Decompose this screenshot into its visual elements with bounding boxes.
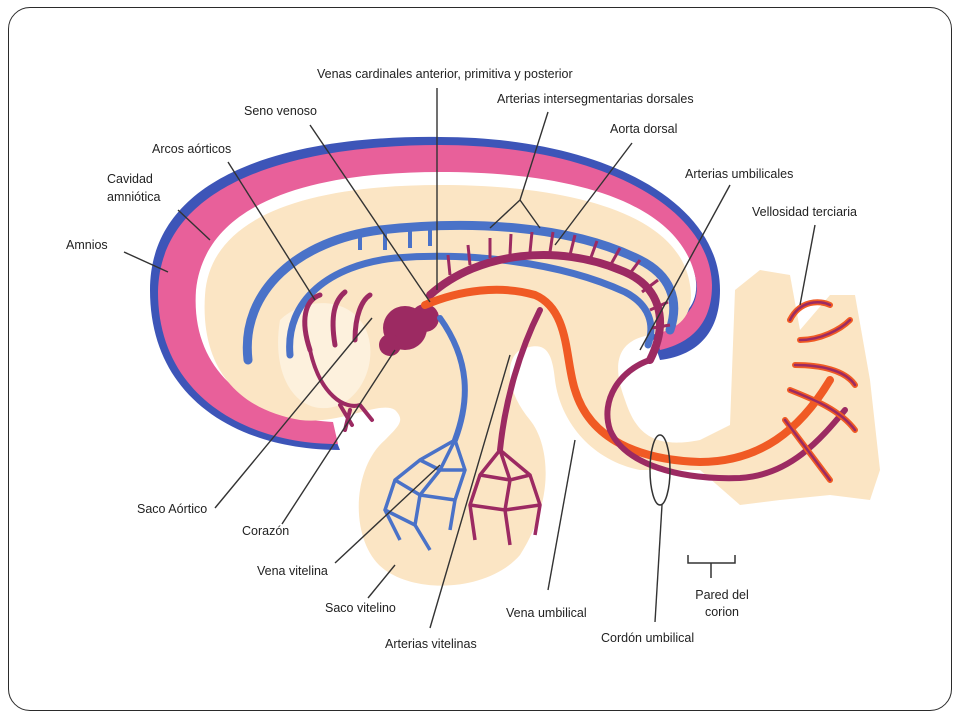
label-saco-vitelino: Saco vitelino [325,601,396,615]
umbilical-vein [421,285,834,467]
cardinal-vein-inner [286,252,655,359]
label-cavidad-amniotica-line1: Cavidad [107,172,153,186]
label-corazon: Corazón [242,524,290,538]
vitelline-artery [497,307,543,453]
aortic-arches [302,289,373,353]
label-venas-cardinales: Venas cardinales anterior, primitiva y p… [317,67,573,81]
label-saco-aortico: Saco Aórtico [137,502,208,516]
dorsal-aorta [426,251,664,364]
chorion-wall-bracket [687,555,736,578]
vitelline-vein [437,315,468,443]
vitelline-network-blue [383,438,467,551]
label-pared-corion-line1: Pared del [695,588,749,602]
label-arterias-umbilicales: Arterias umbilicales [685,167,794,181]
head-region [278,303,371,409]
label-cavidad-amniotica-line2: amniótica [107,190,161,204]
label-seno-venoso: Seno venoso [244,104,317,118]
leader-lines [123,88,816,629]
label-aorta-dorsal: Aorta dorsal [610,122,678,136]
label-arcos-aorticos: Arcos aórticos [152,142,232,156]
label-arterias-vitelinas: Arterias vitelinas [385,637,477,651]
label-amnios: Amnios [66,238,108,252]
label-pared-corion-line2: corion [704,605,740,619]
embryo-tissue [204,185,880,586]
cardinal-vein-arc [242,220,679,365]
label-arterias-intersegmentarias: Arterias intersegmentarias dorsales [497,92,694,106]
intersegmental-arteries [446,231,671,330]
label-vellosidad-terciaria: Vellosidad terciaria [752,205,857,219]
label-cordon-umbilical: Cordón umbilical [601,631,695,645]
umbilical-cord-ring [649,434,671,506]
chorionic-villi [782,299,858,483]
vitelline-network-purple [468,448,542,546]
label-vena-vitelina: Vena vitelina [257,564,328,578]
label-vena-umbilical: Vena umbilical [506,606,587,620]
